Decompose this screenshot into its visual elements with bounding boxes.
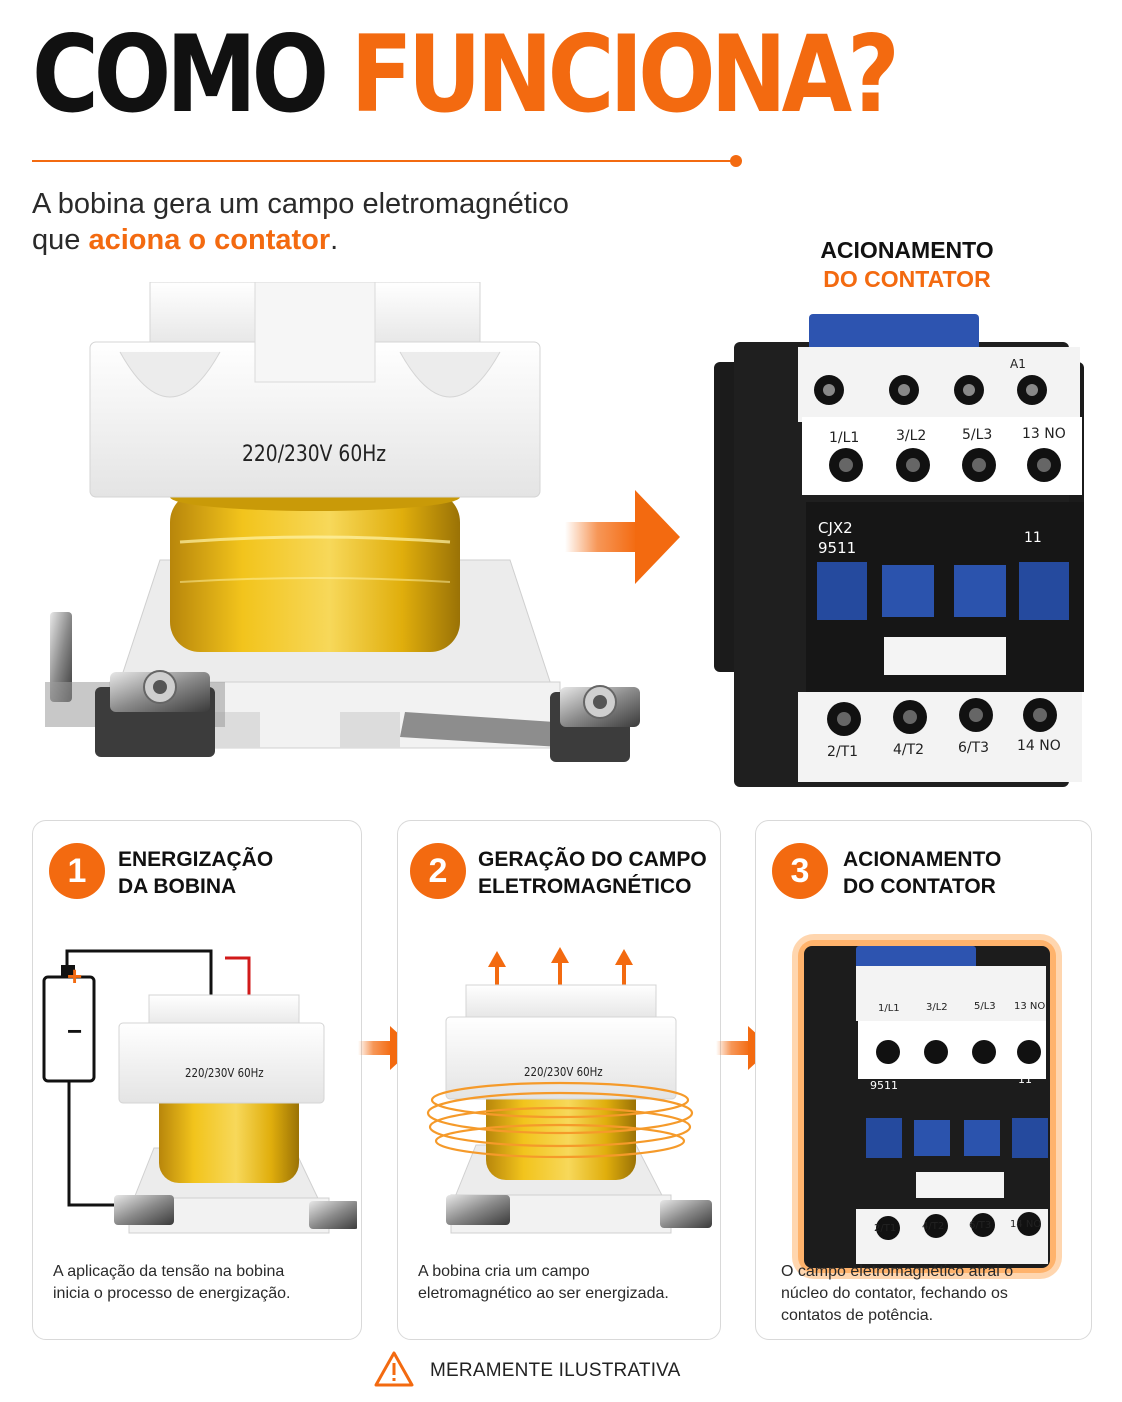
contactor-aux-code: 11 — [1024, 530, 1042, 546]
step-description-2: A bobina cria um campo eletromagnético a… — [418, 1261, 669, 1305]
title-underline-dot — [730, 155, 742, 167]
terminal-label-a1: A1 — [1010, 357, 1026, 371]
small-contactor-model-line-2: 9511 — [870, 1079, 898, 1092]
small-contactor-model: CJX2 9511 — [870, 1065, 898, 1093]
step-number-3: 3 — [772, 843, 828, 899]
step-number-2: 2 — [410, 843, 466, 899]
battery-plus-icon: + — [67, 961, 83, 991]
small-terminal-label-14no: 14 NO — [1010, 1219, 1042, 1230]
terminal-label-4t2: 4/T2 — [893, 742, 925, 758]
hero-caption-line-2: DO CONTATOR — [823, 266, 991, 292]
step-description-3-line-3: contatos de potência. — [781, 1307, 934, 1324]
hero-arrow-icon — [565, 490, 680, 584]
subtitle-line-1: A bobina gera um campo eletromagnético — [32, 188, 569, 220]
contactor-model-line-1: CJX2 — [818, 519, 853, 537]
disclaimer-text: MERAMENTE ILUSTRATIVA — [430, 1360, 681, 1381]
small-terminal-label-13no: 13 NO — [1014, 1001, 1046, 1012]
subtitle-highlight: aciona o contator — [88, 224, 331, 256]
terminal-label-1l1: 1/L1 — [829, 430, 860, 446]
step-1-coil-label: 220/230V 60Hz — [185, 1066, 264, 1080]
hero-coil-label: 220/230V 60Hz — [242, 442, 387, 467]
small-terminal-label-4t2: 4/T2 — [922, 1221, 945, 1232]
step-description-1-line-1: A aplicação da tensão na bobina — [53, 1263, 285, 1280]
small-contactor-model-line-1: CJX2 — [870, 1065, 896, 1078]
magnetic-field-coil-illustration — [426, 947, 712, 1234]
hero-caption: ACIONAMENTO DO CONTATOR — [790, 236, 1024, 294]
step-number-1: 1 — [49, 843, 105, 899]
step-description-3-line-1: O campo eletromagnético atrai o — [781, 1263, 1014, 1280]
subtitle-line-2: que aciona o contator. — [32, 222, 569, 258]
step-description-3: O campo eletromagnético atrai o núcleo d… — [781, 1261, 1013, 1327]
small-terminal-label-1l1: 1/L1 — [878, 1003, 900, 1014]
step-card-2: 2 GERAÇÃO DO CAMPO ELETROMAGNÉTICO 220/2… — [397, 820, 721, 1340]
subtitle-pre: que — [32, 224, 89, 256]
title-underline — [32, 160, 736, 162]
step-description-1: A aplicação da tensão na bobina inicia o… — [53, 1261, 290, 1305]
subtitle-post: . — [330, 224, 339, 256]
step-title-2-line-2: ELETROMAGNÉTICO — [478, 875, 692, 898]
step-title-2-line-1: GERAÇÃO DO CAMPO — [478, 848, 707, 871]
hero-contactor-illustration — [714, 314, 1084, 787]
small-terminal-label-2t1: 2/T1 — [874, 1223, 897, 1234]
battery-minus-icon: − — [67, 1016, 83, 1046]
activated-contactor-illustration — [792, 934, 1062, 1279]
contactor-model: CJX2 9511 — [818, 518, 856, 558]
page-title: COMO FUNCIONA? — [32, 22, 900, 128]
step-description-3-line-2: núcleo do contator, fechando os — [781, 1285, 1008, 1302]
terminal-label-6t3: 6/T3 — [958, 740, 990, 756]
step-card-1: 1 ENERGIZAÇÃO DA BOBINA + − 220/230V 60H… — [32, 820, 362, 1340]
step-title-3: ACIONAMENTO DO CONTATOR — [843, 846, 1001, 900]
step-description-1-line-2: inicia o processo de energização. — [53, 1285, 291, 1302]
terminal-label-3l2: 3/L2 — [896, 428, 927, 444]
step-title-3-line-2: DO CONTATOR — [843, 875, 996, 898]
step-description-2-line-2: eletromagnético ao ser energizada. — [418, 1285, 669, 1302]
title-word-como: COMO — [32, 13, 329, 136]
step-title-1-line-1: ENERGIZAÇÃO — [118, 848, 274, 871]
terminal-label-2t1: 2/T1 — [827, 744, 859, 760]
small-terminal-label-3l2: 3/L2 — [926, 1002, 948, 1013]
small-contactor-aux-code: 11 — [1018, 1073, 1032, 1086]
step-2-coil-label: 220/230V 60Hz — [524, 1065, 603, 1079]
hero-coil-illustration — [45, 282, 640, 762]
energized-coil-illustration — [42, 949, 357, 1234]
step-description-2-line-1: A bobina cria um campo — [418, 1263, 590, 1280]
terminal-label-13no: 13 NO — [1022, 426, 1066, 442]
contactor-model-line-2: 9511 — [818, 539, 857, 557]
step-card-3: 3 ACIONAMENTO DO CONTATOR 1/L1 3/L2 5/L3… — [755, 820, 1092, 1340]
hero-caption-line-1: ACIONAMENTO — [820, 237, 994, 263]
step-title-1: ENERGIZAÇÃO DA BOBINA — [118, 846, 273, 900]
warning-triangle-icon — [374, 1351, 414, 1387]
step-title-2: GERAÇÃO DO CAMPO ELETROMAGNÉTICO — [478, 846, 707, 900]
subtitle: A bobina gera um campo eletromagnético q… — [32, 186, 569, 258]
small-terminal-label-6t3: 6/T3 — [969, 1220, 992, 1231]
terminal-label-14no: 14 NO — [1017, 738, 1061, 754]
terminal-label-5l3: 5/L3 — [962, 427, 993, 443]
step-title-3-line-1: ACIONAMENTO — [843, 848, 1002, 871]
step-title-1-line-2: DA BOBINA — [118, 875, 237, 898]
small-terminal-label-5l3: 5/L3 — [974, 1001, 996, 1012]
title-word-funciona: FUNCIONA? — [350, 13, 900, 136]
